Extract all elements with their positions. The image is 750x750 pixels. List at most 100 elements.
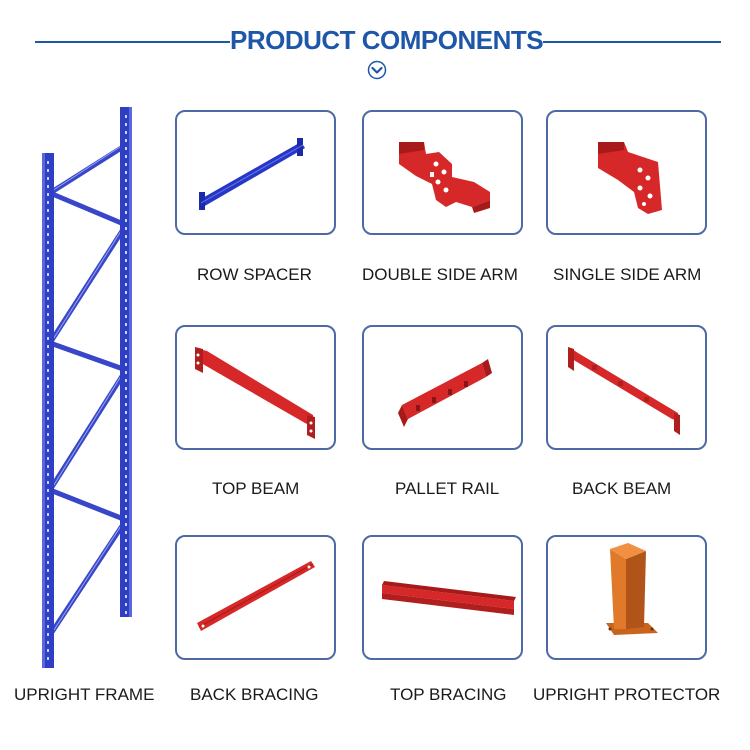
frame-hole (47, 529, 49, 532)
back-bracing-label: BACK BRACING (190, 685, 319, 704)
frame-hole (125, 275, 127, 278)
double-side-arm-image (399, 142, 490, 213)
back-beam-image (568, 347, 680, 435)
header-divider-left (35, 41, 230, 43)
frame-hole (47, 433, 49, 436)
upright-protector-label: UPRIGHT PROTECTOR (533, 685, 721, 704)
header-divider-right (543, 41, 721, 43)
card-top-beam (175, 325, 336, 450)
frame-hole (125, 331, 127, 334)
frame-hole (47, 409, 49, 412)
frame-hole (47, 649, 49, 652)
frame-hole (125, 227, 127, 230)
frame-hole (47, 169, 49, 172)
frame-hole (125, 139, 127, 142)
frame-hole (125, 411, 127, 414)
frame-hole (125, 219, 127, 222)
top-beam-label: TOP BEAM (212, 479, 300, 498)
frame-hole (125, 115, 127, 118)
single-side-arm-label: SINGLE SIDE ARM (553, 265, 702, 284)
frame-hole (47, 257, 49, 260)
frame-hole (125, 595, 127, 598)
frame-hole (125, 251, 127, 254)
frame-hole (47, 289, 49, 292)
frame-hole (125, 291, 127, 294)
card-double-side-arm (362, 110, 523, 235)
frame-hole (47, 273, 49, 276)
frame-hole (125, 171, 127, 174)
frame-hole (47, 601, 49, 604)
back-beam-label: BACK BEAM (572, 479, 672, 498)
frame-hole (125, 379, 127, 382)
frame-hole (47, 497, 49, 500)
frame-hole (125, 395, 127, 398)
card-upright-protector (546, 535, 707, 660)
frame-hole (47, 249, 49, 252)
frame-hole (47, 353, 49, 356)
frame-hole (125, 427, 127, 430)
pallet-rail-image (398, 359, 492, 427)
frame-hole (47, 585, 49, 588)
frame-hole (125, 467, 127, 470)
card-back-beam (546, 325, 707, 450)
frame-hole (47, 425, 49, 428)
frame-hole (47, 297, 49, 300)
frame-hole (47, 553, 49, 556)
frame-hole (125, 483, 127, 486)
frame-hole (47, 489, 49, 492)
frame-hole (125, 459, 127, 462)
frame-hole (47, 217, 49, 220)
top-beam-image (195, 347, 315, 439)
frame-hole (125, 323, 127, 326)
double-side-arm-label: DOUBLE SIDE ARM (362, 265, 518, 284)
frame-hole (125, 515, 127, 518)
frame-hole (47, 401, 49, 404)
frame-hole (125, 187, 127, 190)
frame-hole (47, 161, 49, 164)
frame-hole (47, 457, 49, 460)
frame-hole (47, 201, 49, 204)
back-bracing-image (197, 561, 315, 631)
chevron-down-icon (367, 60, 387, 80)
frame-hole (47, 513, 49, 516)
card-single-side-arm (546, 110, 707, 235)
frame-hole (125, 579, 127, 582)
frame-hole (47, 441, 49, 444)
card-pallet-rail (362, 325, 523, 450)
frame-hole (47, 345, 49, 348)
pallet-rail-label: PALLET RAIL (395, 479, 500, 498)
frame-hole (47, 481, 49, 484)
card-back-bracing (175, 535, 336, 660)
frame-hole (125, 587, 127, 590)
frame-hole (125, 163, 127, 166)
frame-hole (47, 545, 49, 548)
frame-hole (125, 603, 127, 606)
frame-hole (125, 571, 127, 574)
frame-hole (125, 123, 127, 126)
frame-hole (47, 369, 49, 372)
frame-hole (125, 547, 127, 550)
upright-frame-label: UPRIGHT FRAME (14, 685, 155, 704)
frame-hole (125, 355, 127, 358)
frame-hole (125, 611, 127, 614)
frame-hole (47, 209, 49, 212)
frame-hole (125, 147, 127, 150)
frame-hole (125, 339, 127, 342)
frame-hole (47, 465, 49, 468)
top-bracing-label: TOP BRACING (390, 685, 507, 704)
row-spacer-label: ROW SPACER (197, 265, 312, 284)
frame-hole (125, 419, 127, 422)
frame-hole (47, 537, 49, 540)
frame-hole (125, 371, 127, 374)
frame-hole (125, 435, 127, 438)
frame-hole (125, 499, 127, 502)
frame-hole (47, 377, 49, 380)
frame-hole (125, 387, 127, 390)
frame-hole (125, 507, 127, 510)
top-bracing-image (382, 581, 516, 615)
frame-hole (125, 563, 127, 566)
frame-hole (47, 265, 49, 268)
frame-hole (47, 313, 49, 316)
upright-frame-image (42, 107, 132, 668)
frame-hole (125, 491, 127, 494)
